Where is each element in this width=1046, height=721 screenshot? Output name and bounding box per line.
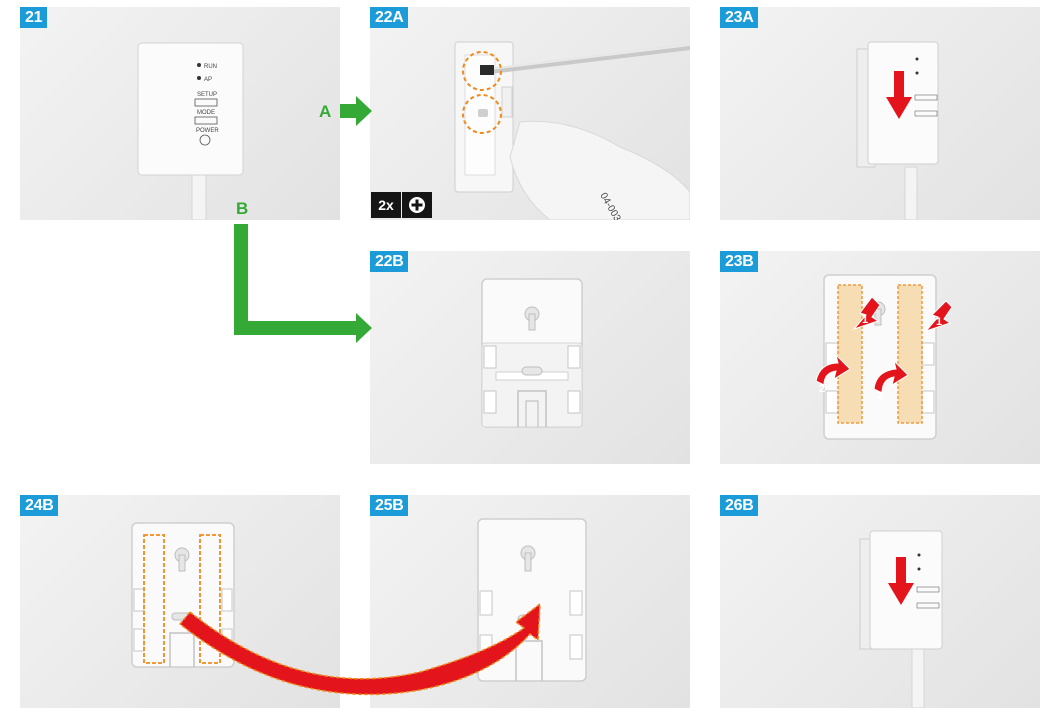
step-label: 26B [720, 495, 759, 516]
mode-button-label: MODE [197, 110, 215, 116]
step-label: 22B [370, 251, 409, 272]
step-label: 23B [720, 251, 759, 272]
module-slide-down-illustration [859, 530, 943, 708]
route-a-label: A [319, 102, 332, 121]
step-label: 24B [20, 495, 59, 516]
run-led-label: RUN [204, 64, 217, 70]
step-label: 22A [370, 7, 409, 28]
step-panel-23b: 1 1 2 2 23B [720, 251, 1040, 464]
step-panel-22b: 22B [370, 251, 690, 464]
route-b-arrow [234, 224, 372, 343]
peel-arrow-2 [873, 359, 909, 394]
module-slide-down-illustration [856, 41, 939, 220]
step-label: 25B [370, 495, 409, 516]
peel-step-1-number: 1 [936, 316, 942, 328]
peel-arrow-2 [815, 353, 851, 386]
mounting-bracket-illustration [481, 278, 583, 428]
slide-down-arrow [888, 557, 914, 605]
wifi-module-illustration: RUN AP SETUP MODE POWER [137, 42, 244, 220]
adhesive-tape-strip [837, 284, 863, 424]
step-panel-26b: 26B [720, 495, 1040, 708]
screw-highlight [462, 94, 502, 134]
step-label: 21 [20, 7, 48, 28]
step-panel-23a: 23A [720, 7, 1040, 220]
step-panel-22a: 04-003 08 2x 22A [370, 7, 690, 220]
route-a-arrow [340, 96, 372, 126]
adhesive-tape-outline [143, 534, 165, 664]
screw-highlight [462, 51, 502, 91]
peel-arrow-1 [852, 296, 881, 331]
setup-button-label: SETUP [197, 92, 217, 98]
peel-step-2-number: 2 [819, 383, 825, 395]
adhesive-tape-outline [199, 534, 221, 664]
screw-count-badge: 2x [371, 192, 401, 218]
screw-mounting-illustration: 04-003 08 [454, 41, 690, 220]
phillips-screwdriver-icon [402, 192, 432, 218]
route-b-label: B [236, 199, 249, 218]
tape-transfer-arrow [178, 602, 541, 696]
step-panel-21: RUN AP SETUP MODE POWER 21 [20, 7, 340, 220]
peel-step-2-number: 2 [877, 390, 883, 402]
slide-down-arrow [886, 71, 912, 119]
peel-arrow-1 [924, 300, 953, 333]
adhesive-tape-strip [897, 284, 923, 424]
peel-step-1-number: 1 [862, 314, 868, 326]
power-button-label: POWER [196, 128, 219, 134]
tape-peel-illustration: 1 1 2 2 [815, 274, 953, 440]
ap-led-label: AP [204, 77, 212, 83]
step-label: 23A [720, 7, 759, 28]
